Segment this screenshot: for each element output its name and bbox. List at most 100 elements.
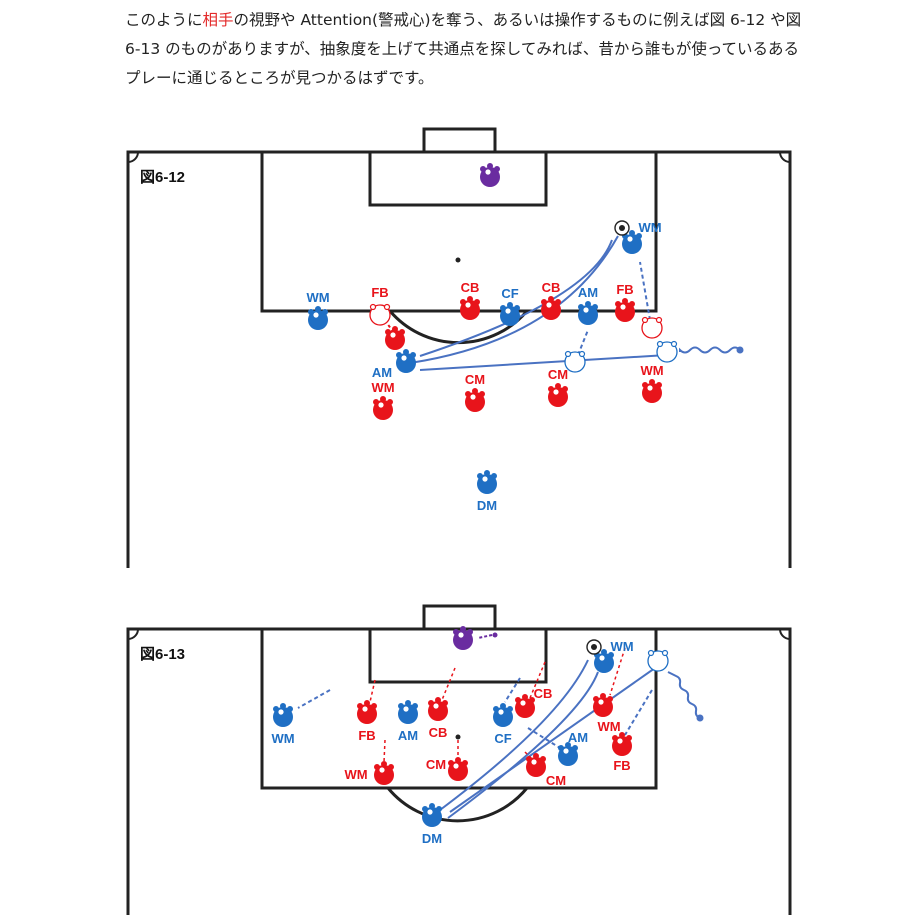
player-marker: FB [615, 282, 635, 322]
player-marker: FB [357, 700, 377, 743]
player-marker: WM [614, 220, 662, 254]
player-label: CB [542, 280, 561, 295]
player-marker [564, 350, 586, 373]
player-label: CB [429, 725, 448, 740]
penalty-arc [386, 787, 529, 823]
run-dashed-b [504, 677, 521, 703]
player-label: CM [548, 367, 568, 382]
player-marker: CB [460, 280, 480, 320]
run-dashed-1 [639, 261, 651, 321]
run-dashed-c [527, 727, 561, 749]
player-marker [656, 340, 678, 363]
pass-arrow-2 [447, 671, 599, 819]
dribble-line [679, 346, 741, 354]
player-label: WM [271, 731, 294, 746]
player-marker: CB [428, 697, 448, 740]
player-label: CF [494, 731, 511, 746]
player-marker [385, 326, 405, 350]
player-marker: FB [612, 732, 632, 773]
player-label: WM [610, 639, 633, 654]
player-marker: AM [398, 700, 418, 743]
player-marker: CM [548, 367, 568, 407]
player-label: WM [597, 719, 620, 734]
dribble-start [696, 714, 704, 722]
player-marker: FB [369, 285, 391, 326]
dribble-start [736, 346, 744, 354]
pass-arrow-straight [419, 354, 668, 371]
paragraph-text-1: このように [125, 11, 203, 29]
player-label: FB [616, 282, 633, 297]
player-label: CM [426, 757, 446, 772]
body-paragraph: このように相手の視野や Attention(警戒心)を奪う、あるいは操作するもの… [125, 6, 805, 93]
player-marker: CB [515, 686, 552, 718]
red-runs [369, 647, 626, 763]
corner-arc-left [127, 151, 139, 163]
player-label: CM [465, 372, 485, 387]
player-label: FB [358, 728, 375, 743]
player-marker: WM [271, 703, 295, 746]
player-marker: WM [640, 363, 664, 403]
player-label: WM [371, 380, 394, 395]
player-label: CB [534, 686, 553, 701]
player-label: FB [613, 758, 630, 773]
player-marker: WM [344, 761, 394, 785]
player-marker [647, 649, 669, 672]
player-marker: CM [465, 372, 485, 412]
pass-arrow-curve-1 [409, 235, 619, 364]
player-marker: CF [493, 703, 513, 746]
player-label: WM [306, 290, 329, 305]
player-marker: CB [541, 280, 561, 320]
paragraph-text-2: の視野や Attention(警戒心)を奪う、あるいは操作するものに例えば図 6… [125, 11, 802, 87]
pitch-6-13 [126, 604, 792, 915]
pass-arrow-1 [439, 659, 589, 811]
player-marker: AM [372, 349, 416, 380]
goal-area [368, 150, 548, 207]
player-marker: WM [306, 290, 330, 330]
player-label: WM [344, 767, 367, 782]
penalty-spot [455, 257, 461, 263]
player-label: DM [477, 498, 497, 513]
player-marker: WM [593, 693, 621, 734]
player-label: CF [501, 286, 518, 301]
figure-label: 図6-12 [140, 169, 185, 186]
paragraph-highlight: 相手 [202, 11, 234, 29]
keeper-move [477, 634, 493, 639]
player-label: AM [568, 730, 588, 745]
penalty-spot [455, 734, 461, 740]
player-marker: DM [477, 470, 497, 513]
players-6-12: WM WM FB CB CF CB AM FB AM CM CM WM WM DM [306, 163, 678, 513]
player-marker: DM [422, 803, 442, 846]
player-label: AM [578, 285, 598, 300]
player-marker [453, 626, 473, 650]
player-label: AM [398, 728, 418, 743]
player-marker: AM [578, 285, 598, 325]
player-marker: WM [586, 639, 634, 673]
player-marker: CF [500, 286, 520, 326]
players-6-13: WM WM FB AM CB CB CF WM AM FB WM CM CM DM [271, 626, 669, 846]
corner-arc-right [779, 151, 791, 163]
ball-icon [614, 220, 630, 236]
player-marker: CM [426, 757, 468, 781]
player-marker: CM [526, 753, 566, 788]
pass-arrow-3 [449, 667, 656, 813]
run-dashed-d [624, 689, 653, 736]
ball-icon [586, 639, 602, 655]
goal [422, 604, 497, 631]
figure-label: 図6-13 [140, 646, 185, 663]
player-label: CM [546, 773, 566, 788]
run-dashed-a [297, 689, 331, 709]
player-marker [480, 163, 500, 187]
dribble-line [667, 671, 701, 719]
corner-arc-left [127, 628, 139, 640]
player-label: WM [638, 220, 661, 235]
corner-arc-right [779, 628, 791, 640]
goal-area [368, 627, 548, 684]
player-marker: AM [558, 730, 588, 766]
run-dashed-2 [577, 329, 589, 356]
player-marker: WM [371, 380, 395, 420]
player-label: DM [422, 831, 442, 846]
player-label: CB [461, 280, 480, 295]
player-label: AM [372, 365, 392, 380]
movement-arrows [297, 634, 701, 819]
